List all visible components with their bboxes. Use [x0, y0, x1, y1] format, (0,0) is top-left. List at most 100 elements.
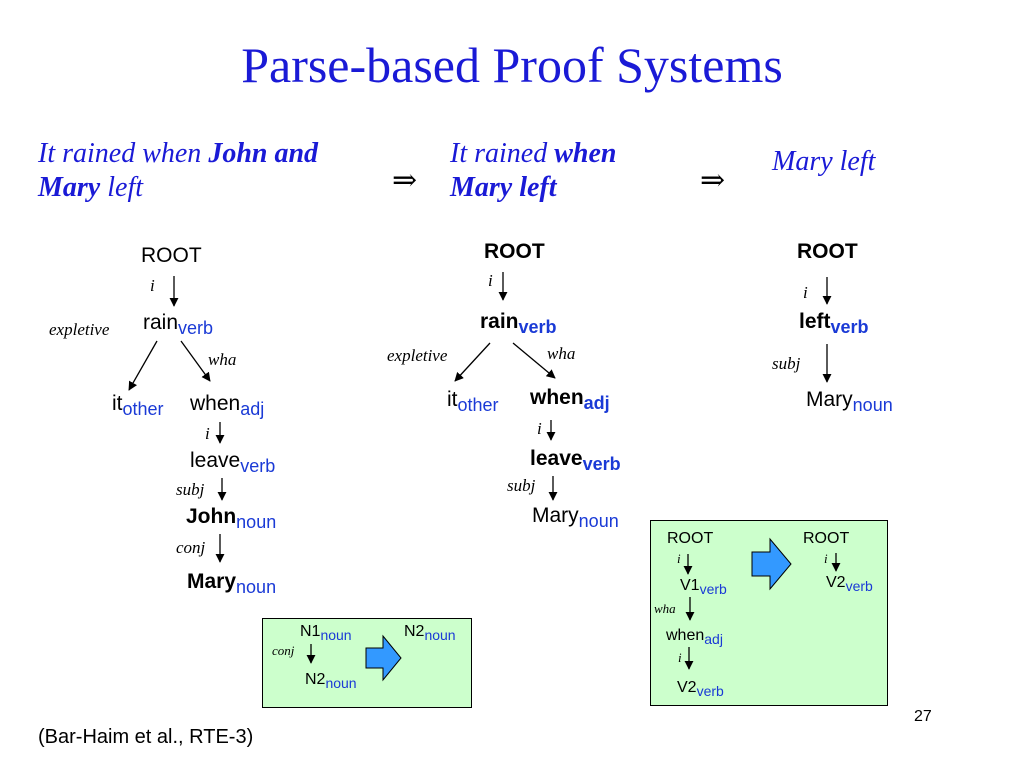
tree3-left-word: left: [799, 310, 831, 333]
tree3-root: ROOT: [797, 240, 858, 263]
tree1-rain: rainverb: [143, 311, 213, 340]
tree2-it-pos: other: [457, 395, 499, 415]
rule1-n2-right: N2noun: [404, 623, 456, 644]
sentence-1: It rained when John and Mary left: [38, 137, 318, 205]
tree1-rel-wha: wha: [208, 350, 237, 369]
sentence-2-part2: when: [554, 138, 617, 169]
rule1-n2-left-word: N2: [305, 671, 326, 688]
tree1-john: Johnnoun: [186, 505, 276, 534]
rule2-v1: V1verb: [680, 577, 727, 598]
implies-symbol-2: ⇒: [700, 163, 726, 198]
rule2-when: whenadj: [666, 627, 723, 648]
tree2-rain-pos: verb: [518, 317, 557, 337]
rule2-root-left: ROOT: [667, 530, 714, 547]
sentence-2-part1: It rained: [450, 138, 555, 169]
rule2-when-word: when: [666, 627, 705, 644]
tree1-john-word: John: [186, 505, 237, 528]
rule2-v1-word: V1: [680, 577, 700, 594]
citation: (Bar-Haim et al., RTE-3): [38, 726, 254, 748]
sentence-1-part4: left: [100, 172, 143, 203]
tree1-rain-pos: verb: [178, 318, 214, 338]
tree2-rel-expletive: expletive: [387, 346, 448, 365]
tree1-rain-word: rain: [143, 311, 179, 334]
rule2-v2: V2verb: [677, 679, 724, 700]
tree3-mary-word: Mary: [806, 388, 853, 411]
rule2-rel-i2: i: [678, 650, 682, 665]
rule2-v2-pos: verb: [696, 683, 724, 699]
tree2-rel-i: i: [488, 271, 493, 290]
implies-symbol-1: ⇒: [392, 163, 418, 198]
tree1-leave: leaveverb: [190, 449, 275, 478]
tree3-rel-i: i: [803, 283, 808, 302]
rule1-n2-right-word: N2: [404, 623, 425, 640]
tree3-left: leftverb: [799, 310, 869, 339]
tree1-when: whenadj: [190, 392, 264, 421]
tree2-leave-word: leave: [530, 447, 583, 470]
tree1-rel-subj: subj: [176, 480, 205, 499]
tree1-leave-word: leave: [190, 449, 241, 472]
tree2-leave: leaveverb: [530, 447, 621, 476]
rule2-rel-i1: i: [677, 551, 681, 566]
tree2-it: itother: [447, 388, 499, 417]
page-number: 27: [914, 708, 932, 725]
tree3-rel-subj: subj: [772, 354, 801, 373]
tree2-rel-wha: wha: [547, 344, 576, 363]
tree2-rain: rainverb: [480, 310, 557, 339]
sentence-2-part3: Mary left: [450, 172, 557, 203]
tree2-when-pos: adj: [583, 393, 610, 413]
tree1-root: ROOT: [141, 244, 202, 267]
tree1-when-pos: adj: [240, 399, 265, 419]
rule1-n2-left-pos: noun: [325, 675, 357, 691]
tree1-it-word: it: [112, 392, 123, 415]
tree3-mary-pos: noun: [852, 395, 893, 415]
tree1-rel-expletive: expletive: [49, 320, 110, 339]
rule2-rel-i3: i: [824, 551, 828, 566]
tree1-leave-pos: verb: [240, 456, 276, 476]
rule1-n2-right-pos: noun: [424, 627, 456, 643]
rule2-when-pos: adj: [704, 631, 723, 647]
tree1-mary-pos: noun: [236, 577, 277, 597]
tree2-mary-pos: noun: [578, 511, 619, 531]
tree2-mary: Marynoun: [532, 504, 619, 533]
slide-title: Parse-based Proof Systems: [241, 37, 783, 93]
tree3-mary: Marynoun: [806, 388, 893, 417]
rule2-v2-right-word: V2: [826, 574, 846, 591]
tree2-when-word: when: [530, 386, 584, 409]
sentence-1-part2: John and: [208, 138, 319, 169]
tree2-when: whenadj: [530, 386, 610, 415]
rule1-n1-word: N1: [300, 623, 321, 640]
tree1-rel-i: i: [150, 276, 155, 295]
tree2-rain-word: rain: [480, 310, 519, 333]
tree1-it: itother: [112, 392, 164, 421]
rule2-v2-word: V2: [677, 679, 697, 696]
rule2-rel-wha: wha: [654, 601, 676, 616]
sentence-1-part1: It rained when: [38, 138, 209, 169]
rule2-v2-right: V2verb: [826, 574, 873, 595]
rule2-v2-right-pos: verb: [845, 578, 873, 594]
tree2-rel-subj: subj: [507, 476, 536, 495]
tree2-root: ROOT: [484, 240, 545, 263]
tree1-when-word: when: [190, 392, 241, 415]
sentence-3: Mary left: [772, 146, 876, 177]
tree1-mary: Marynoun: [187, 570, 276, 599]
rule1-n2-left: N2noun: [305, 671, 357, 692]
sentence-2: It rained when Mary left: [450, 137, 616, 205]
tree2-it-word: it: [447, 388, 458, 411]
tree2-mary-word: Mary: [532, 504, 579, 527]
tree1-it-pos: other: [122, 399, 164, 419]
tree1-rel-conj: conj: [176, 538, 206, 557]
rule2-root-right: ROOT: [803, 530, 850, 547]
tree1-rel-i2: i: [205, 424, 210, 443]
rule-1-transform-arrow-icon: [365, 634, 402, 682]
rule2-v1-pos: verb: [699, 581, 727, 597]
sentence-1-part3: Mary: [38, 172, 101, 203]
rule-2-transform-arrow-icon: [751, 537, 792, 591]
tree2-leave-pos: verb: [582, 454, 621, 474]
tree1-mary-word: Mary: [187, 570, 237, 593]
tree2-rel-i2: i: [537, 419, 542, 438]
rule1-n1: N1noun: [300, 623, 352, 644]
rule1-rel-conj: conj: [272, 643, 295, 658]
tree3-left-pos: verb: [830, 317, 869, 337]
rule1-n1-pos: noun: [320, 627, 352, 643]
